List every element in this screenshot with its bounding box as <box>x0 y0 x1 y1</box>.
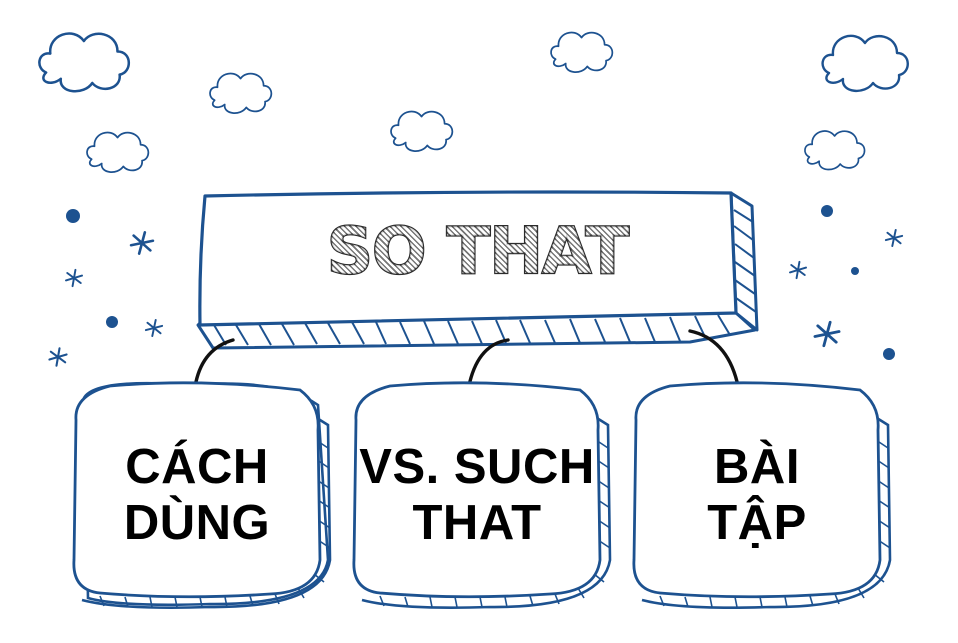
diagram-title-hatching: SO THAT <box>200 212 755 292</box>
star-icon <box>64 267 84 289</box>
dot-decoration <box>66 209 80 223</box>
star-icon <box>883 227 905 249</box>
cloud-icon <box>821 34 909 93</box>
cloud-icon <box>550 31 614 73</box>
cloud-icon <box>804 130 866 171</box>
branch-card-3 <box>632 381 892 609</box>
dot-decoration <box>821 205 833 217</box>
branch-card-1-label: CÁCH DÙNG <box>74 395 320 595</box>
star-icon <box>788 259 808 281</box>
title-box <box>196 190 759 350</box>
branch-label-line: BÀI <box>714 440 800 494</box>
branch-label-line: VS. SUCH <box>359 440 595 494</box>
branch-card-1 <box>72 381 332 609</box>
branch-label-line: TẬP <box>707 496 807 550</box>
branch-label-line: THAT <box>412 496 542 550</box>
cloud-icon <box>86 131 150 173</box>
branch-card-2-label: VS. SUCH THAT <box>354 395 600 595</box>
cloud-icon <box>390 110 454 152</box>
star-icon <box>143 317 165 339</box>
dot-decoration <box>883 348 895 360</box>
star-icon <box>811 318 843 350</box>
star-icon <box>128 228 156 258</box>
diagram-title: SO THAT <box>200 212 755 292</box>
dot-decoration <box>851 267 859 275</box>
branch-card-2 <box>352 381 612 609</box>
star-icon <box>47 345 69 369</box>
branch-label-line: DÙNG <box>123 496 271 550</box>
branch-card-3-label: BÀI TẬP <box>634 395 880 595</box>
dot-decoration <box>106 316 118 328</box>
branch-label-line: CÁCH <box>125 440 269 494</box>
cloud-icon <box>209 72 273 114</box>
cloud-icon <box>38 32 131 93</box>
